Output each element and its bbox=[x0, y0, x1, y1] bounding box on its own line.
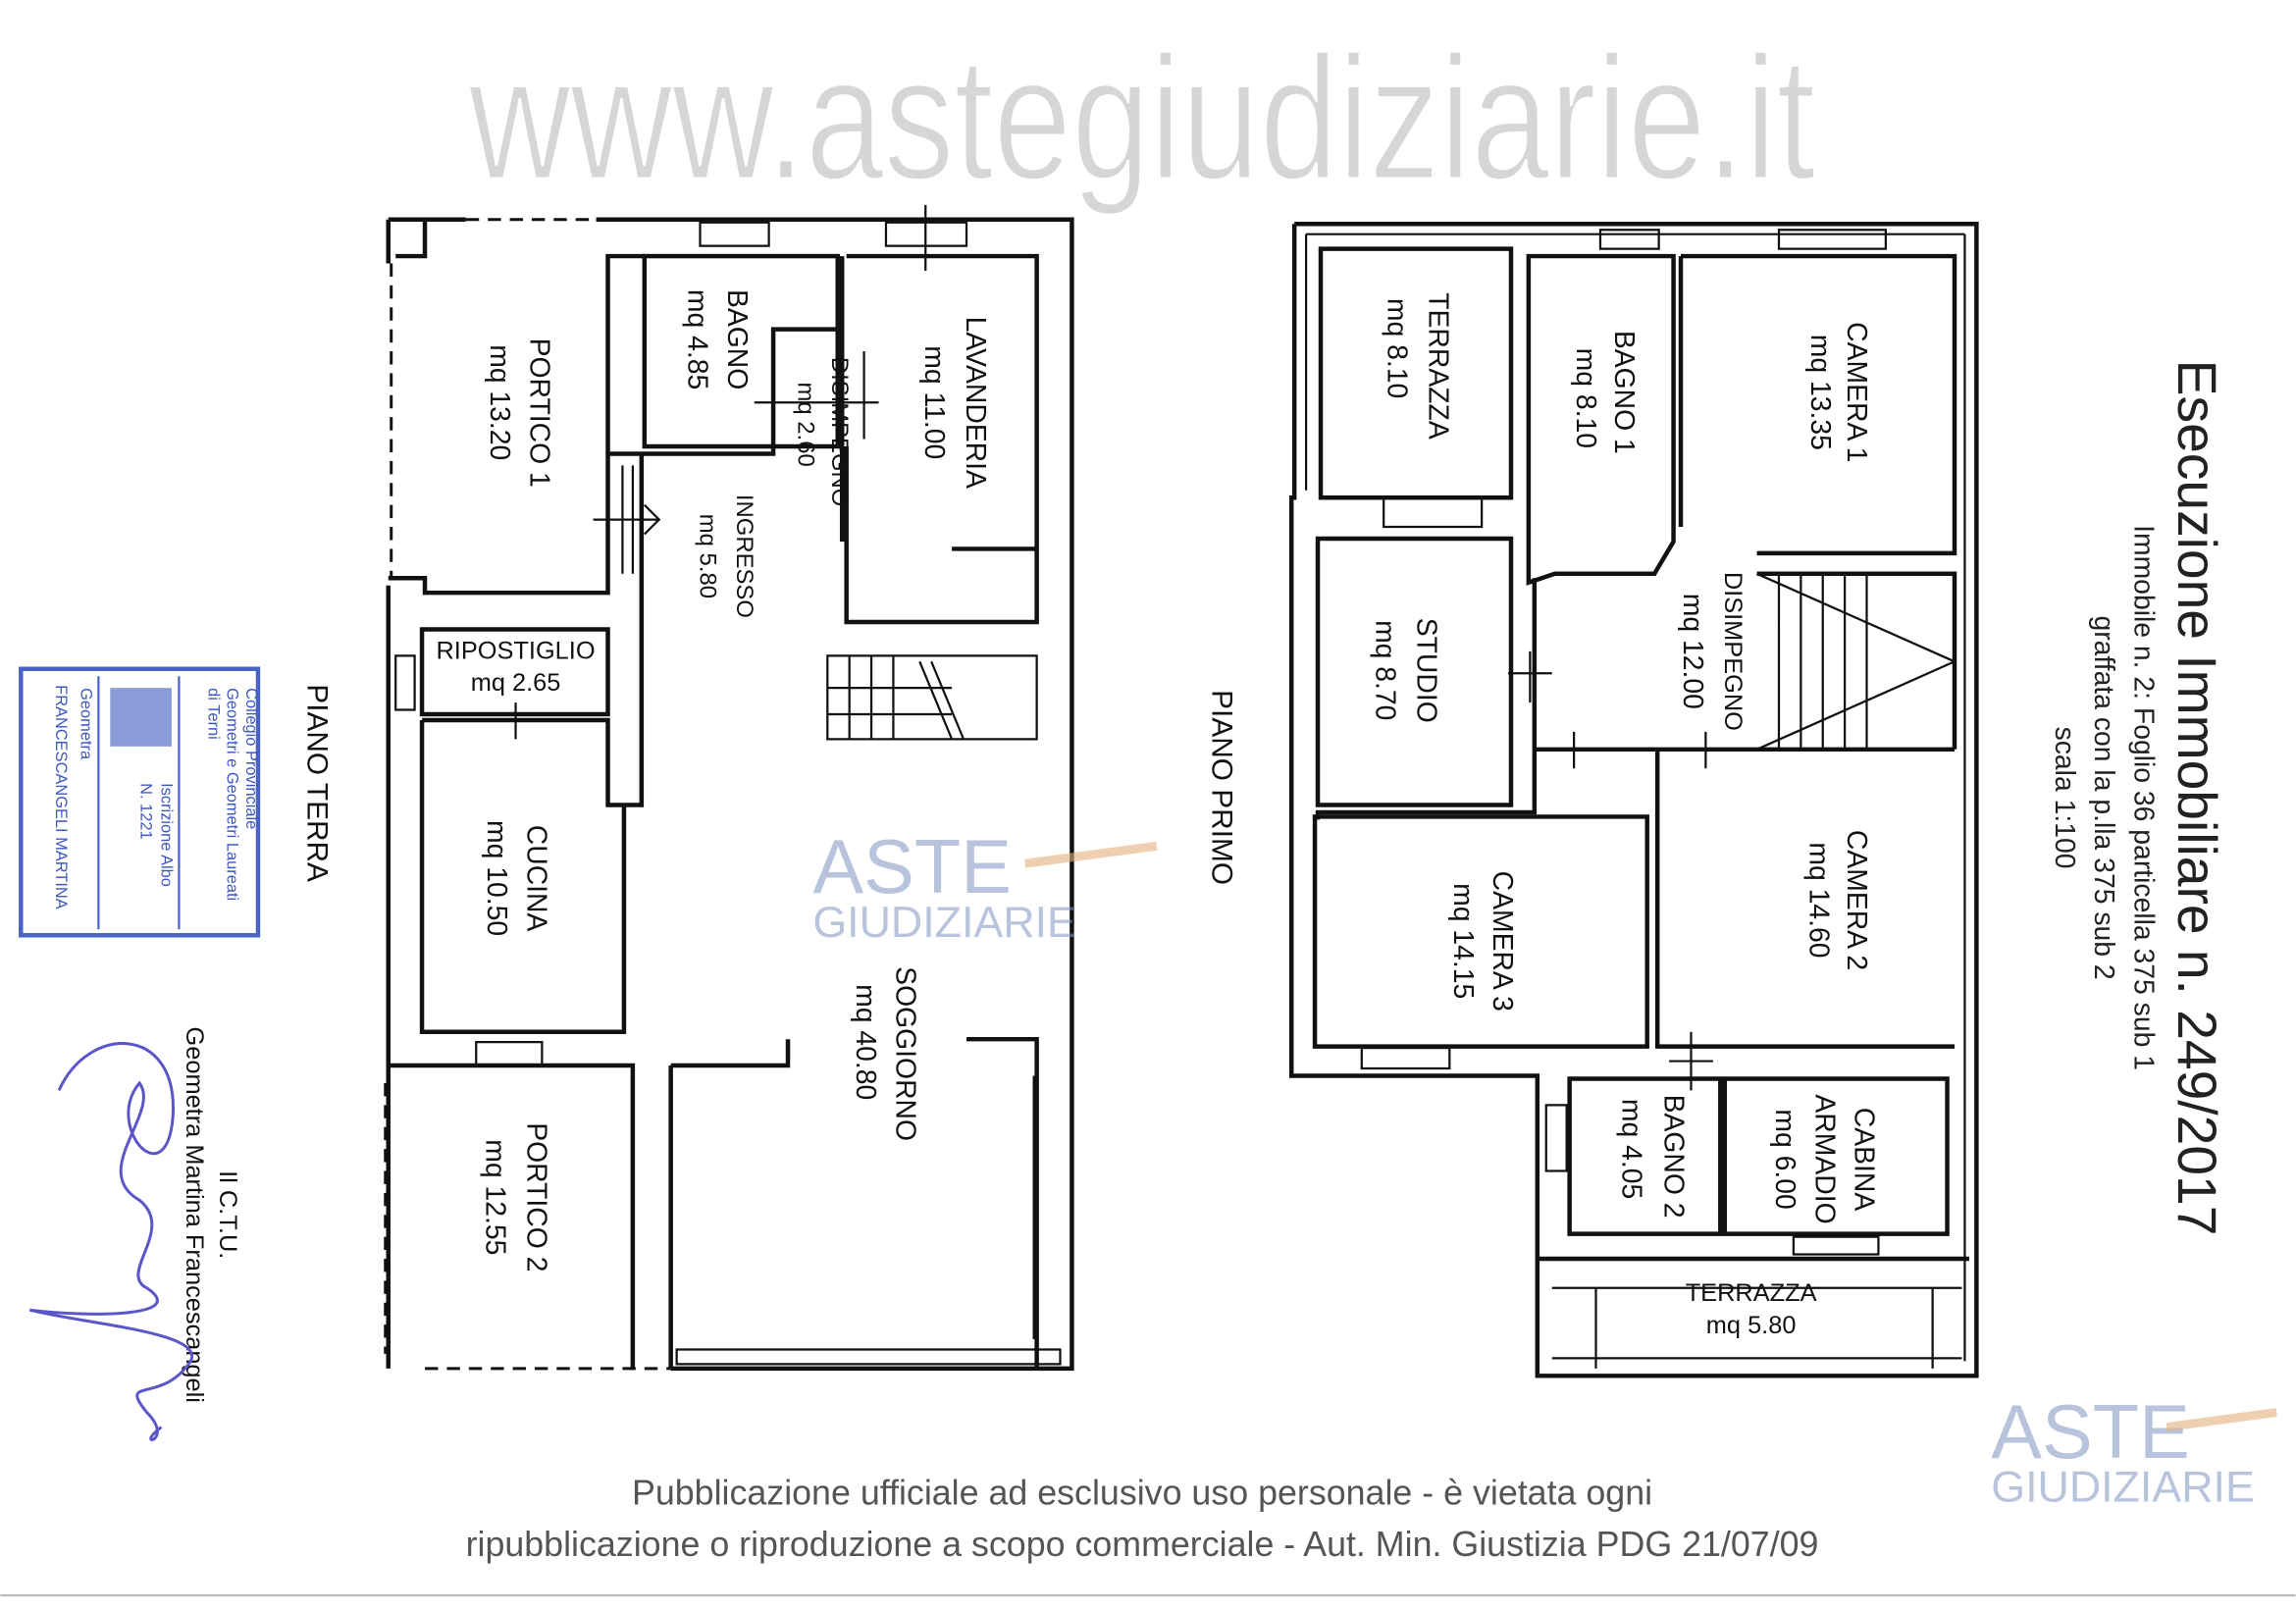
room-area: mq 12.00 bbox=[1677, 594, 1708, 709]
room-name: BAGNO 2 bbox=[1658, 1095, 1690, 1219]
stamp-text: Geometri e Geometri Laureati bbox=[224, 688, 241, 901]
logo-text: GIUDIZIARIE bbox=[1991, 1463, 2255, 1512]
handwritten-signature bbox=[28, 1042, 194, 1441]
room-name: CABINA bbox=[1849, 1108, 1880, 1212]
signature-name: Geometra Martina Francescangeli bbox=[181, 1027, 208, 1403]
scale-label: scala 1:100 bbox=[2049, 727, 2080, 869]
room-area: mq 12.55 bbox=[480, 1139, 511, 1255]
room-area: mq 4.85 bbox=[682, 289, 713, 390]
floor-label: PIANO PRIMO bbox=[1206, 690, 1238, 885]
room-name-2: ARMADIO bbox=[1808, 1094, 1840, 1223]
logo-text: ASTE bbox=[1991, 1390, 2190, 1475]
ground-floor-plan bbox=[384, 204, 1074, 1372]
room-name: TERRAZZA bbox=[1422, 292, 1453, 440]
room-name: DISIMPEGNO bbox=[1719, 572, 1747, 731]
room-area: mq 5.80 bbox=[1706, 1312, 1797, 1339]
room-name: CAMERA 1 bbox=[1841, 322, 1872, 462]
footer-line: Pubblicazione ufficiale ad esclusivo uso… bbox=[632, 1474, 1652, 1513]
logo-text: GIUDIZIARIE bbox=[812, 898, 1076, 947]
room-area: mq 4.05 bbox=[1615, 1099, 1646, 1199]
room-name: PORTICO 1 bbox=[523, 338, 554, 488]
subtitle-line: graffata con la p.lla 375 sub 2 bbox=[2088, 615, 2119, 979]
signature-role: Il C.T.U. bbox=[214, 1170, 241, 1259]
first-floor-labels: PIANO PRIMO TERRAZZA mq 8.10 BAGNO 1 mq … bbox=[1206, 292, 1880, 1339]
room-name: RIPOSTIGLIO bbox=[437, 637, 596, 664]
room-name: BAGNO 1 bbox=[1608, 331, 1640, 454]
subtitle-line: Immobile n. 2: Foglio 36 particella 375 … bbox=[2127, 525, 2159, 1070]
room-area: mq 40.80 bbox=[850, 984, 881, 1100]
stamp-text: Iscrizione Albo bbox=[158, 783, 176, 887]
watermark-logo: ASTE GIUDIZIARIE ASTE GIUDIZIARIE bbox=[812, 825, 2277, 1512]
room-name: DISIMPEGNO bbox=[826, 357, 853, 506]
logo-text: ASTE bbox=[812, 825, 1012, 909]
room-area: mq 8.10 bbox=[1570, 348, 1601, 448]
gavel-icon bbox=[1024, 841, 1158, 868]
room-area: mq 10.50 bbox=[481, 820, 512, 936]
room-area: mq 5.80 bbox=[695, 514, 721, 598]
room-area: mq 6.00 bbox=[1769, 1109, 1800, 1209]
footer-line: ripubblicazione o riproduzione a scopo c… bbox=[466, 1525, 1819, 1564]
stamp-text: N. 1221 bbox=[137, 783, 155, 839]
watermark-url: www.astegiudiziarie.it bbox=[468, 20, 1815, 216]
stamp-text: FRANCESCANGELI MARTINA bbox=[52, 685, 70, 909]
gavel-icon bbox=[2166, 1408, 2277, 1431]
room-name: TERRAZZA bbox=[1686, 1279, 1817, 1307]
first-floor-plan bbox=[1288, 222, 1979, 1378]
room-name: BAGNO bbox=[721, 289, 753, 390]
room-name: STUDIO bbox=[1410, 618, 1441, 723]
room-name: CAMERA 3 bbox=[1487, 871, 1518, 1012]
stamp-text: Geometra bbox=[77, 688, 94, 760]
room-name: INGRESSO bbox=[731, 494, 757, 618]
stamp-logo-icon bbox=[110, 688, 172, 747]
room-area: mq 11.00 bbox=[918, 345, 950, 459]
room-area: mq 8.70 bbox=[1370, 620, 1401, 720]
floor-label: PIANO TERRA bbox=[301, 684, 334, 882]
stamp-text: Collegio Provinciale bbox=[242, 688, 260, 829]
ground-floor-labels: PIANO TERRA PORTICO 1 mq 13.20 BAGNO mq … bbox=[301, 289, 991, 1272]
room-name: PORTICO 2 bbox=[520, 1122, 551, 1272]
room-area: mq 2.65 bbox=[471, 669, 561, 697]
room-name: CUCINA bbox=[520, 825, 551, 932]
room-area: mq 13.20 bbox=[484, 344, 515, 460]
room-area: mq 14.15 bbox=[1447, 883, 1479, 999]
document-header: Esecuzione Immobiliare n. 249/2017 Immob… bbox=[2049, 360, 2227, 1236]
room-area: mq 2.60 bbox=[792, 383, 818, 467]
room-area: mq 13.35 bbox=[1804, 335, 1836, 450]
room-area: mq 14.60 bbox=[1802, 842, 1834, 958]
document-title: Esecuzione Immobiliare n. 249/2017 bbox=[2166, 360, 2227, 1236]
room-name: CAMERA 2 bbox=[1841, 830, 1872, 970]
stamp-text: di Terni bbox=[204, 688, 222, 740]
professional-stamp: Collegio Provinciale Geometri e Geometri… bbox=[19, 666, 261, 938]
room-area: mq 8.10 bbox=[1382, 298, 1413, 398]
room-name: LAVANDERIA bbox=[960, 317, 991, 489]
room-name: SOGGIORNO bbox=[889, 966, 920, 1141]
